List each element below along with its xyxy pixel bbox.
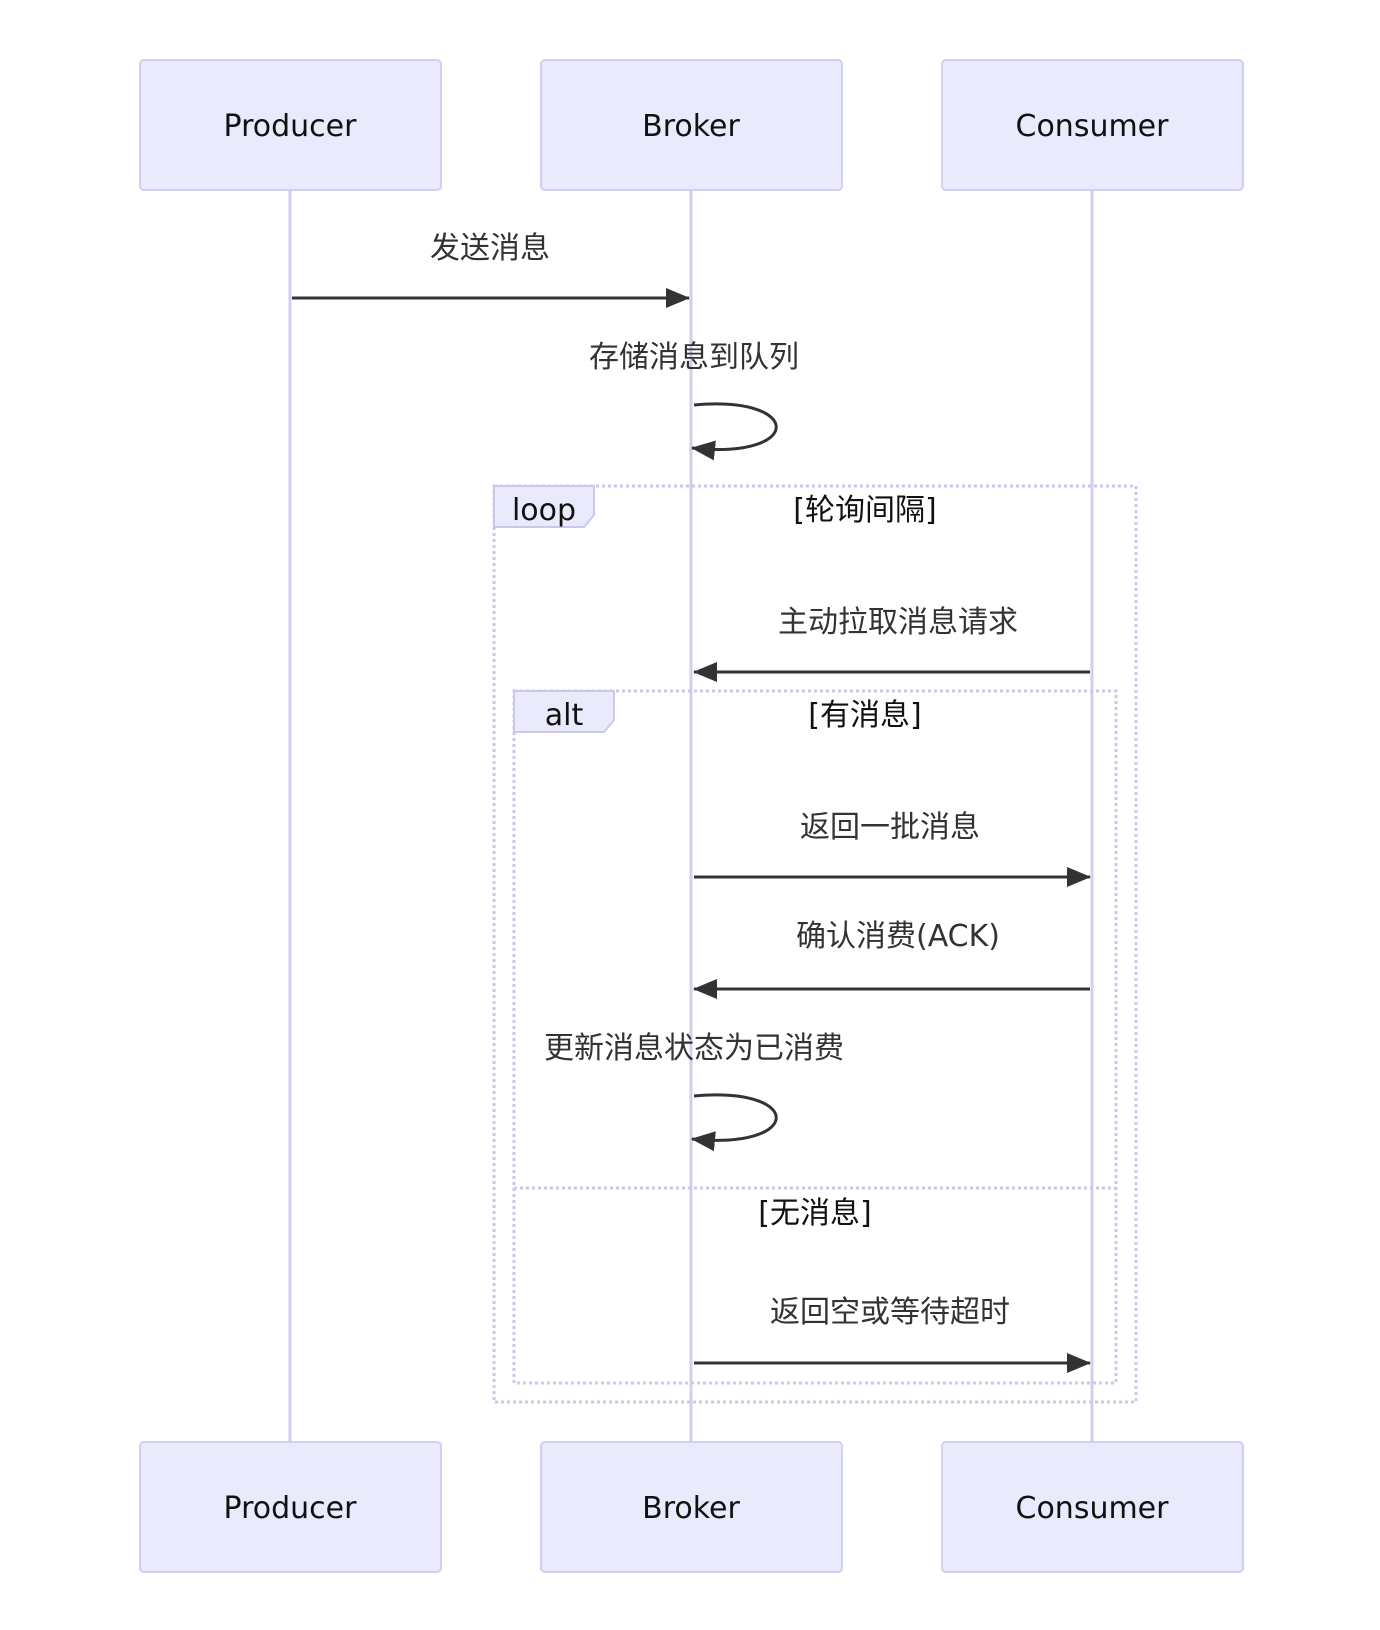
consumer-actor-top: Consumer — [941, 59, 1244, 191]
consumer-actor-bottom: Consumer — [941, 1441, 1244, 1573]
loop-keyword: loop — [512, 493, 576, 528]
alt-keyword: alt — [545, 698, 584, 733]
producer-actor-bottom: Producer — [139, 1441, 442, 1573]
alt-frame — [512, 689, 1118, 1385]
alt-condition: [有消息] — [808, 698, 921, 733]
broker-actor-bottom: Broker — [540, 1441, 843, 1573]
store-message-label: 存储消息到队列 — [589, 340, 799, 375]
ack-label: 确认消费(ACK) — [796, 919, 1000, 954]
alt-frame-tag — [513, 690, 615, 733]
broker-label-top: Broker — [642, 109, 740, 144]
consumer-label-top: Consumer — [1016, 109, 1170, 144]
producer-label-top: Producer — [224, 109, 358, 144]
update-status-arrow — [691, 1093, 778, 1152]
loop-frame-tag — [493, 485, 595, 528]
send-message-label: 发送消息 — [430, 231, 550, 266]
store-message-arrow — [691, 402, 778, 461]
update-status-label: 更新消息状态为已消费 — [544, 1031, 844, 1066]
loop-frame — [492, 484, 1138, 1404]
broker-actor-top: Broker — [540, 59, 843, 191]
return-batch-label: 返回一批消息 — [800, 810, 980, 845]
return-empty-label: 返回空或等待超时 — [770, 1295, 1010, 1330]
loop-condition: [轮询间隔] — [793, 493, 936, 528]
consumer-label-bottom: Consumer — [1016, 1491, 1170, 1526]
producer-actor-top: Producer — [139, 59, 442, 191]
broker-label-bottom: Broker — [642, 1491, 740, 1526]
alt-else-condition: [无消息] — [758, 1196, 871, 1231]
pull-request-label: 主动拉取消息请求 — [778, 605, 1018, 640]
producer-label-bottom: Producer — [224, 1491, 358, 1526]
